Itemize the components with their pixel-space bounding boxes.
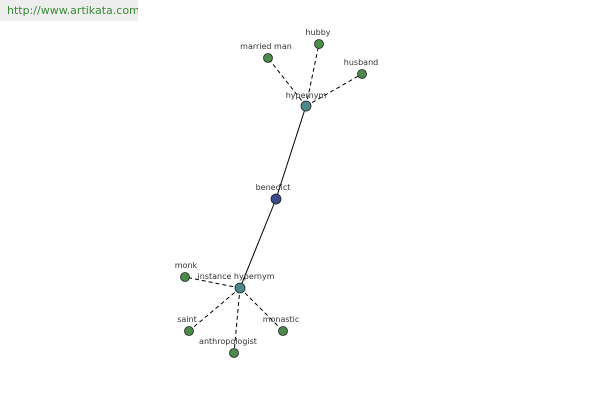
node-monastic-dot[interactable]	[278, 326, 288, 336]
edge-instance-monk	[184, 276, 241, 289]
node-married-man-dot[interactable]	[263, 53, 273, 63]
node-instance-hypernym-dot[interactable]	[234, 282, 246, 294]
node-hypernym-label: hypernym	[286, 91, 327, 100]
node-saint[interactable]: saint	[177, 315, 197, 336]
node-husband-label: husband	[344, 58, 378, 67]
edge-benedict-instance-hypernym	[239, 198, 277, 289]
edges-layer	[184, 43, 363, 354]
node-anthropologist[interactable]: anthropologist	[199, 337, 257, 358]
node-benedict-dot[interactable]	[270, 193, 282, 205]
node-benedict[interactable]: benedict	[256, 183, 291, 205]
url-banner-link[interactable]: http://www.artikata.com	[0, 0, 138, 21]
node-benedict-label: benedict	[256, 183, 291, 192]
edge-instance-saint	[188, 287, 241, 332]
node-anthropologist-dot[interactable]	[229, 348, 239, 358]
node-anthropologist-label: anthropologist	[199, 337, 257, 346]
node-hubby-dot[interactable]	[314, 39, 324, 49]
node-monk[interactable]: monk	[175, 261, 198, 282]
node-husband[interactable]: husband	[344, 58, 378, 79]
node-monastic[interactable]: monastic	[263, 315, 300, 336]
node-hypernym-dot[interactable]	[300, 100, 312, 112]
node-hypernym[interactable]: hypernym	[286, 91, 327, 112]
node-monastic-label: monastic	[263, 315, 300, 324]
edge-hypernym-husband	[305, 73, 363, 107]
edge-benedict-hypernym	[275, 105, 307, 200]
node-instance-hypernym[interactable]: instance hypernym	[198, 272, 275, 294]
node-married-man[interactable]: married man	[240, 42, 292, 63]
node-saint-label: saint	[177, 315, 197, 324]
edge-instance-anthropologist	[233, 287, 241, 354]
node-instance-hypernym-label: instance hypernym	[198, 272, 275, 281]
edge-instance-monastic	[239, 287, 284, 332]
edge-hypernym-hubby	[305, 43, 320, 107]
edge-hypernym-married-man	[267, 57, 307, 107]
nodes-layer: benedict hypernym instance hypernym marr…	[175, 28, 378, 358]
node-monk-dot[interactable]	[180, 272, 190, 282]
node-hubby-label: hubby	[305, 28, 330, 37]
node-hubby[interactable]: hubby	[305, 28, 331, 49]
node-saint-dot[interactable]	[184, 326, 194, 336]
node-married-man-label: married man	[240, 42, 292, 51]
node-husband-dot[interactable]	[357, 69, 367, 79]
node-monk-label: monk	[175, 261, 198, 270]
